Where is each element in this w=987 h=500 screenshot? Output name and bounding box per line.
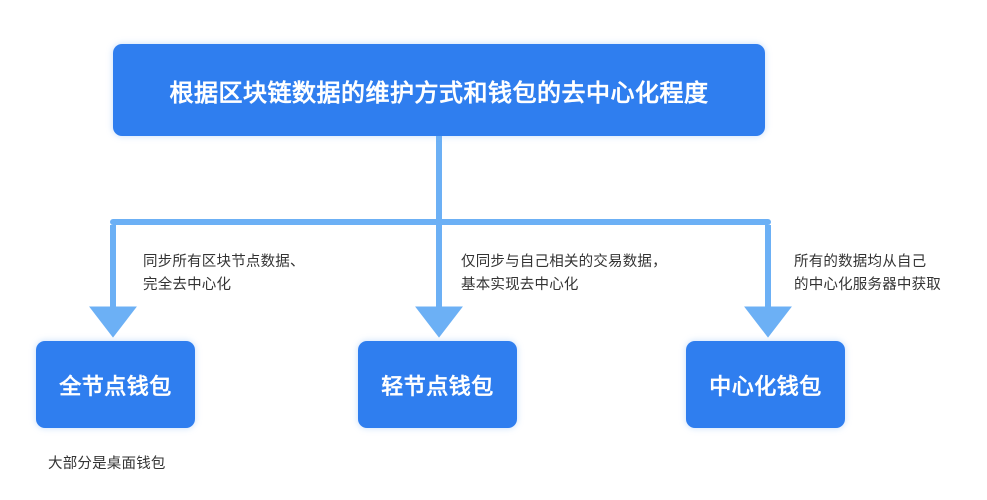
- leaf-node-centralized-wallet[interactable]: 中心化钱包: [686, 341, 845, 428]
- root-node[interactable]: 根据区块链数据的维护方式和钱包的去中心化程度: [113, 44, 765, 136]
- connector-corner-right: [765, 219, 771, 225]
- root-node-label: 根据区块链数据的维护方式和钱包的去中心化程度: [169, 79, 709, 107]
- branch-caption-light-node: 仅同步与自己相关的交易数据， 基本实现去中心化: [461, 254, 667, 293]
- leaf-node-full-node-wallet[interactable]: 全节点钱包: [36, 341, 195, 428]
- branch-caption-full-node: 同步所有区块节点数据、 完全去中心化: [143, 254, 305, 293]
- connector-corner-left: [110, 219, 116, 225]
- footnote-text: 大部分是桌面钱包: [48, 456, 166, 472]
- leaf-node-label: 轻节点钱包: [381, 373, 494, 399]
- leaf-node-light-node-wallet[interactable]: 轻节点钱包: [358, 341, 517, 428]
- leaf-node-label: 全节点钱包: [59, 373, 172, 399]
- leaf-node-label: 中心化钱包: [709, 373, 822, 399]
- branch-caption-centralized: 所有的数据均从自己 的中心化服务器中获取: [794, 254, 941, 293]
